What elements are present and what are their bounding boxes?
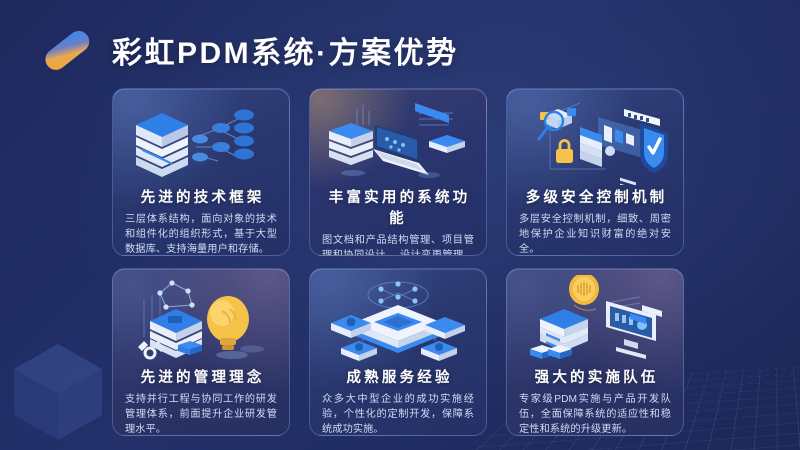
monitor-coin-server-icon (517, 275, 673, 365)
card-body: 众多大中型企业的成功实施经验，个性化的定制开发，保障系统成功实施。 (320, 393, 476, 436)
shield-lock-magnifier-icon (517, 95, 673, 185)
slide-header: 彩虹PDM系统·方案优势 (38, 24, 459, 76)
server-stack-network-icon (123, 95, 279, 185)
card-title: 多级安全控制机制 (517, 186, 673, 207)
card-body: 支持并行工程与协同工作的研发管理体系，前面提升企业研发管理水平。 (123, 393, 279, 436)
laptop-server-dashboard-icon (320, 95, 476, 185)
network-nodes-platform-icon (320, 275, 476, 365)
card-body: 专家级PDM实施与产品开发队伍，全面保障系统的适应性和稳定性和系统的升级更新。 (517, 393, 673, 436)
lightbulb-server-gear-icon (123, 275, 279, 365)
feature-card[interactable]: 先进的管理理念 支持并行工程与协同工作的研发管理体系，前面提升企业研发管理水平。 (112, 268, 290, 436)
card-title: 丰富实用的系统功能 (320, 186, 476, 228)
card-title: 先进的技术框架 (123, 186, 279, 207)
rainbow-capsule-logo-icon (38, 24, 96, 76)
card-title: 强大的实施队伍 (517, 366, 673, 387)
card-body: 三层体系结构，面向对象的技术和组件化的组织形式，基于大型数据库、支持海量用户和存… (123, 213, 279, 256)
feature-card-grid: 先进的技术框架 三层体系结构，面向对象的技术和组件化的组织形式，基于大型数据库、… (112, 88, 684, 436)
feature-card[interactable]: 丰富实用的系统功能 图文档和产品结构管理、项目管理和协同设计 、设计变更管理、配… (309, 88, 487, 256)
card-title: 先进的管理理念 (123, 366, 279, 387)
card-title: 成熟服务经验 (320, 366, 476, 387)
feature-card[interactable]: 先进的技术框架 三层体系结构，面向对象的技术和组件化的组织形式，基于大型数据库、… (112, 88, 290, 256)
page-title: 彩虹PDM系统·方案优势 (112, 28, 459, 72)
isometric-cube-decoration (12, 342, 104, 442)
card-body: 多层安全控制机制，细致、周密地保护企业知识财富的绝对安全。 (517, 213, 673, 256)
feature-card[interactable]: 多级安全控制机制 多层安全控制机制，细致、周密地保护企业知识财富的绝对安全。 (506, 88, 684, 256)
feature-card[interactable]: 强大的实施队伍 专家级PDM实施与产品开发队伍，全面保障系统的适应性和稳定性和系… (506, 268, 684, 436)
feature-card[interactable]: 成熟服务经验 众多大中型企业的成功实施经验，个性化的定制开发，保障系统成功实施。 (309, 268, 487, 436)
card-body: 图文档和产品结构管理、项目管理和协同设计 、设计变更管理、配置管理、工作流管理等… (320, 234, 476, 256)
